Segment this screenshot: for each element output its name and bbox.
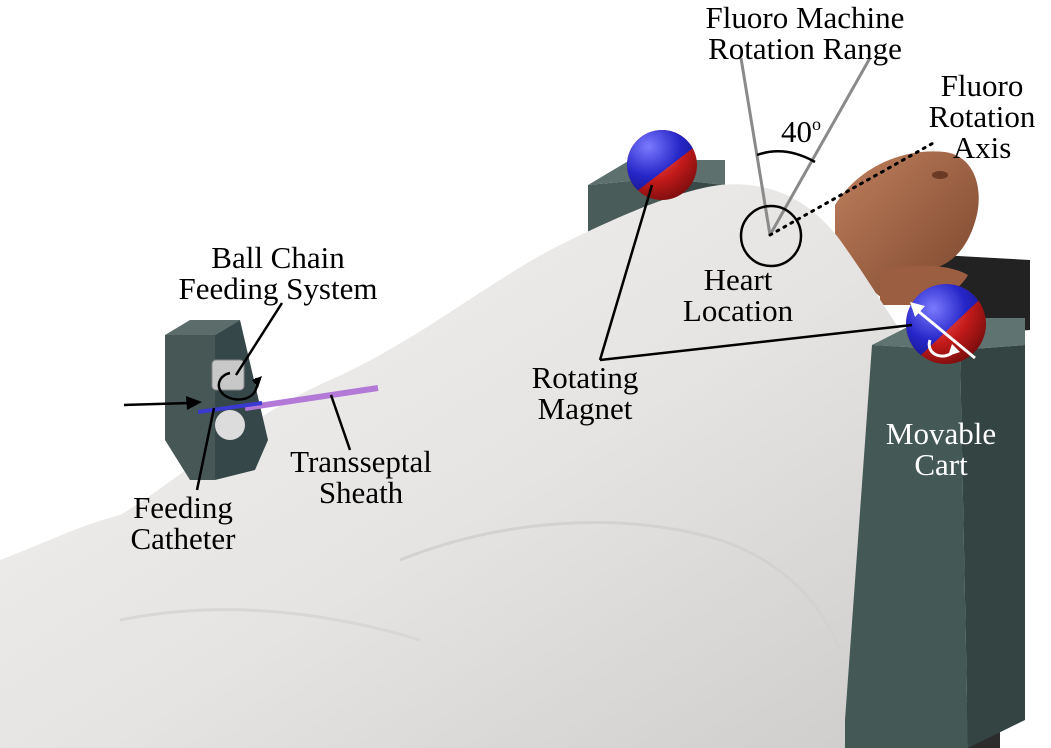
magnet-axis-arrow	[911, 304, 976, 360]
label-heart-line2: Location	[682, 293, 794, 328]
pointer-magnet-right	[599, 323, 913, 362]
patient-drape	[0, 184, 900, 748]
label-ball-chain: Ball Chain Feeding System	[150, 242, 406, 304]
label-movable-cart-line1: Movable	[885, 416, 997, 451]
rotating-magnet-left	[627, 130, 697, 200]
label-transseptal-line2: Sheath	[318, 475, 404, 510]
transseptal-sheath	[244, 385, 379, 411]
label-heart-line1: Heart	[703, 262, 773, 297]
label-movable-cart-line2: Cart	[914, 447, 968, 482]
label-fluoro-machine-line1: Fluoro Machine	[705, 0, 905, 35]
heart-location-circle	[739, 204, 803, 268]
label-feeding-catheter-line1: Feeding	[133, 490, 233, 525]
label-fluoro-machine-range: Fluoro Machine Rotation Range	[676, 2, 934, 64]
ball-chain-feeding-system	[165, 320, 268, 480]
angle-value-wrap: 40o	[766, 114, 836, 149]
label-movable-cart: Movable Cart	[866, 418, 1016, 480]
ball-chain-rotation-arrow	[217, 371, 259, 401]
label-feeding-catheter: Feeding Catheter	[108, 492, 258, 554]
label-transseptal-sheath: Transseptal Sheath	[266, 446, 456, 508]
label-fluoro-axis-line3: Axis	[952, 130, 1012, 165]
label-rotating-magnet: Rotating Magnet	[510, 362, 660, 424]
fluoro-range-line-right	[768, 57, 872, 236]
label-rotating-magnet-line2: Magnet	[537, 391, 633, 426]
pointer-magnet-left	[598, 184, 654, 361]
movable-cart	[845, 318, 1025, 748]
label-rotating-magnet-line1: Rotating	[531, 360, 639, 395]
label-fluoro-axis-line1: Fluoro	[940, 68, 1024, 103]
label-heart-location: Heart Location	[660, 264, 816, 326]
pointer-catheter	[195, 407, 216, 491]
label-fluoro-machine-line2: Rotation Range	[708, 31, 902, 66]
angle-arc	[756, 150, 816, 164]
feeding-catheter	[197, 401, 263, 414]
label-fluoro-axis-line2: Rotation	[928, 99, 1036, 134]
pointer-sheath	[329, 394, 352, 451]
label-ball-chain-line2: Feeding System	[178, 271, 378, 306]
label-transseptal-line1: Transseptal	[290, 444, 432, 479]
angle-value: 40	[781, 114, 812, 149]
feeding-arrow	[123, 401, 191, 407]
label-ball-chain-line1: Ball Chain	[211, 240, 345, 275]
label-fluoro-rotation-axis: Fluoro Rotation Axis	[912, 70, 1051, 163]
patient-head	[835, 151, 1030, 335]
rotating-magnet-right	[906, 284, 986, 364]
label-feeding-catheter-line2: Catheter	[130, 521, 236, 556]
angle-unit: o	[812, 114, 821, 134]
pointer-ball-chain	[234, 302, 284, 376]
label-angle: 40o	[766, 114, 836, 149]
